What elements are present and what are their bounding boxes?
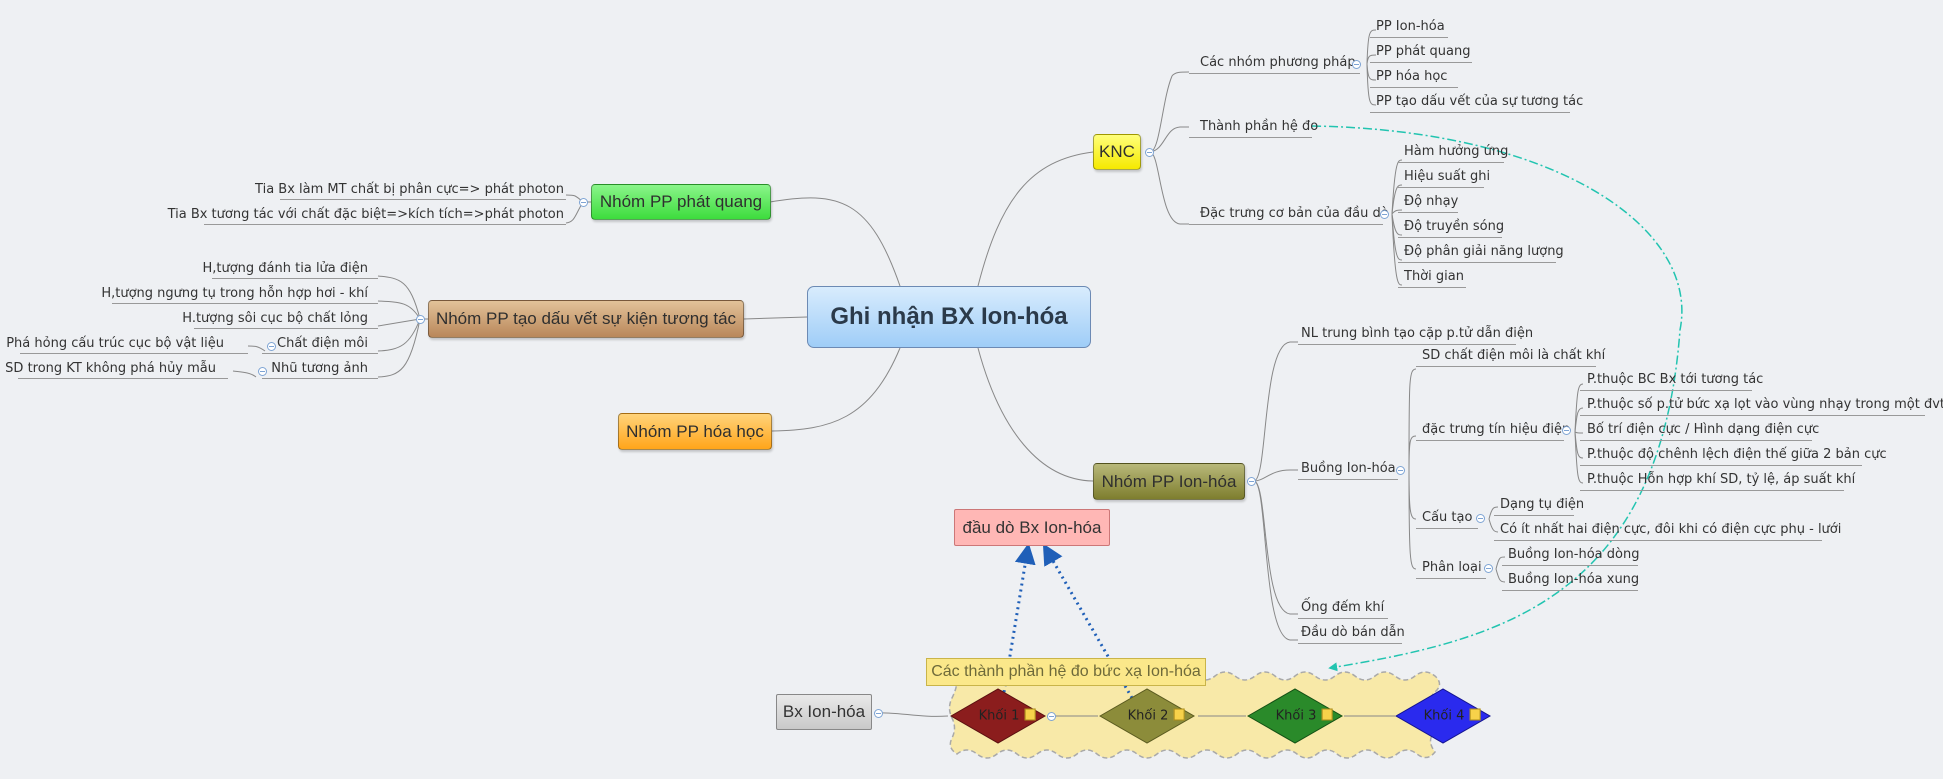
khoi2-label[interactable]: Khối 2 (1127, 708, 1185, 724)
leaf-phat-quang-2[interactable]: Tia Bx tương tác với chất đặc biệt=>kích… (167, 207, 564, 222)
buong-dac-trung[interactable]: đặc trưng tín hiệu điện (1422, 422, 1571, 437)
topic-knc-label: KNC (1099, 142, 1135, 161)
khoi1-text: Khối 1 (978, 708, 1020, 724)
khoi1-label[interactable]: Khối 1 (978, 708, 1036, 724)
dttd-5[interactable]: P.thuộc Hỗn hợp khí SD, tỷ lệ, áp suất k… (1587, 472, 1856, 487)
knc-thanh-phan[interactable]: Thành phần hệ đo (1200, 119, 1319, 134)
collapse-toggle[interactable] (1047, 712, 1056, 721)
collapse-toggle[interactable] (1484, 564, 1493, 573)
khoi3-label[interactable]: Khối 3 (1275, 708, 1333, 724)
buong-phan-loai[interactable]: Phân loại (1422, 560, 1482, 575)
topic-ion-hoa-label: Nhóm PP Ion-hóa (1101, 471, 1237, 491)
dttd-1[interactable]: P.thuộc BC Bx tới tương tác (1587, 372, 1764, 387)
leaf-pha-hong[interactable]: Phá hỏng cấu trúc cục bộ vật liệu (6, 336, 224, 351)
cau-tao-2[interactable]: Có ít nhất hai điện cực, đôi khi có điện… (1500, 522, 1842, 537)
dttd-3[interactable]: Bố trí điện cực / Hình dạng điện cực (1587, 422, 1820, 437)
topic-phat-quang-label: Nhóm PP phát quang (599, 192, 763, 211)
dttd-4[interactable]: P.thuộc độ chênh lệch điện thế giữa 2 bả… (1587, 447, 1887, 462)
topic-hoa-hoc-label: Nhóm PP hóa học (626, 421, 764, 441)
band-title[interactable]: Các thành phần hệ đo bức xạ Ion-hóa (926, 658, 1206, 686)
central-topic[interactable]: Ghi nhận BX Ion-hóa (807, 286, 1091, 348)
khoi4-text: Khối 4 (1423, 708, 1465, 724)
khoi3-text: Khối 3 (1275, 708, 1317, 724)
khoi3-shape (1246, 688, 1344, 744)
buong-cau-tao[interactable]: Cấu tạo (1422, 510, 1473, 525)
collapse-toggle[interactable] (1352, 60, 1361, 69)
collapse-toggle[interactable] (267, 342, 276, 351)
collapse-toggle[interactable] (416, 315, 425, 324)
dttd-2[interactable]: P.thuộc số p.tử bức xạ lọt vào vùng nhạy… (1587, 397, 1943, 412)
knc-pp-1[interactable]: PP Ion-hóa (1376, 19, 1445, 34)
collapse-toggle[interactable] (1380, 210, 1389, 219)
cau-tao-1[interactable]: Dạng tụ điện (1500, 497, 1585, 512)
phan-loai-2[interactable]: Buồng Ion-hóa xung (1508, 572, 1640, 587)
floating-bx-ion-label: Bx Ion-hóa (782, 702, 866, 721)
topic-tao-dau-label: Nhóm PP tạo dấu vết sự kiện tương tác (435, 309, 737, 328)
topic-ion-hoa[interactable]: Nhóm PP Ion-hóa (1093, 463, 1245, 500)
collapse-toggle[interactable] (579, 198, 588, 207)
khoi4-label[interactable]: Khối 4 (1423, 708, 1481, 724)
collapse-toggle[interactable] (1145, 148, 1154, 157)
floating-bx-ion[interactable]: Bx Ion-hóa (776, 694, 872, 730)
leaf-tao-dau-4[interactable]: Chất điện môi (277, 336, 368, 351)
topic-knc[interactable]: KNC (1093, 134, 1141, 170)
knc-dt-6[interactable]: Thời gian (1404, 269, 1464, 284)
leaf-tao-dau-5[interactable]: Nhũ tương ảnh (271, 361, 368, 376)
topic-tao-dau[interactable]: Nhóm PP tạo dấu vết sự kiện tương tác (428, 300, 744, 338)
leaf-tao-dau-1[interactable]: H,tượng đánh tia lửa điện (202, 261, 368, 276)
note-icon[interactable] (1469, 708, 1481, 721)
khoi4-shape (1394, 688, 1492, 744)
note-icon[interactable] (1321, 708, 1333, 721)
khoi2-shape (1098, 688, 1196, 744)
leaf-sd-kt[interactable]: SD trong KT không phá hủy mẫu (5, 361, 216, 376)
collapse-toggle[interactable] (258, 367, 267, 376)
knc-pp-4[interactable]: PP tạo dấu vết của sự tương tác (1376, 94, 1584, 109)
ion-buong[interactable]: Buồng Ion-hóa (1301, 461, 1396, 476)
ion-ong-dem[interactable]: Ống đếm khí (1301, 600, 1385, 615)
band-title-label: Các thành phần hệ đo bức xạ Ion-hóa (931, 663, 1201, 680)
topic-phat-quang[interactable]: Nhóm PP phát quang (591, 184, 771, 220)
collapse-toggle[interactable] (1396, 466, 1405, 475)
ion-dau-do-bd[interactable]: Đầu dò bán dẫn (1301, 625, 1405, 640)
relationship-line (1311, 125, 1683, 672)
leaf-tao-dau-2[interactable]: H,tượng ngưng tụ trong hỗn hợp hơi - khí (101, 286, 368, 301)
khoi1-shape (949, 688, 1047, 744)
knc-dt-4[interactable]: Độ truyền sóng (1404, 219, 1505, 234)
knc-dt-3[interactable]: Độ nhạy (1404, 194, 1459, 209)
collapse-toggle[interactable] (874, 709, 883, 718)
phan-loai-1[interactable]: Buồng Ion-hóa dòng (1508, 547, 1640, 562)
leaf-phat-quang-1[interactable]: Tia Bx làm MT chất bị phân cực=> phát ph… (255, 182, 564, 197)
knc-dt-5[interactable]: Độ phân giải năng lượng (1404, 244, 1564, 259)
arrow-khoi2 (1042, 543, 1134, 699)
topic-hoa-hoc[interactable]: Nhóm PP hóa học (618, 413, 772, 450)
knc-pp-3[interactable]: PP hóa học (1376, 69, 1448, 84)
knc-nhom-pp[interactable]: Các nhóm phương pháp (1200, 55, 1356, 70)
floating-dau-do[interactable]: đầu dò Bx Ion-hóa (954, 509, 1110, 546)
note-icon[interactable] (1024, 708, 1036, 721)
buong-sd[interactable]: SD chất điện môi là chất khí (1422, 348, 1606, 363)
khoi2-text: Khối 2 (1127, 708, 1169, 724)
note-icon[interactable] (1173, 708, 1185, 721)
central-topic-label: Ghi nhận BX Ion-hóa (830, 303, 1068, 330)
knc-dt-2[interactable]: Hiệu suất ghi (1404, 169, 1491, 184)
leaf-tao-dau-3[interactable]: H.tượng sôi cục bộ chất lỏng (182, 311, 368, 326)
collapse-toggle[interactable] (1247, 477, 1256, 486)
knc-pp-2[interactable]: PP phát quang (1376, 44, 1471, 59)
floating-dau-do-label: đầu dò Bx Ion-hóa (962, 517, 1102, 537)
ion-nl[interactable]: NL trung bình tạo cặp p.tử dẫn điện (1301, 326, 1534, 341)
collapse-toggle[interactable] (1476, 514, 1485, 523)
knc-dt-1[interactable]: Hàm hưởng ứng (1404, 144, 1509, 159)
collapse-toggle[interactable] (1562, 426, 1571, 435)
knc-dac-trung[interactable]: Đặc trưng cơ bản của đầu dò (1200, 206, 1389, 221)
